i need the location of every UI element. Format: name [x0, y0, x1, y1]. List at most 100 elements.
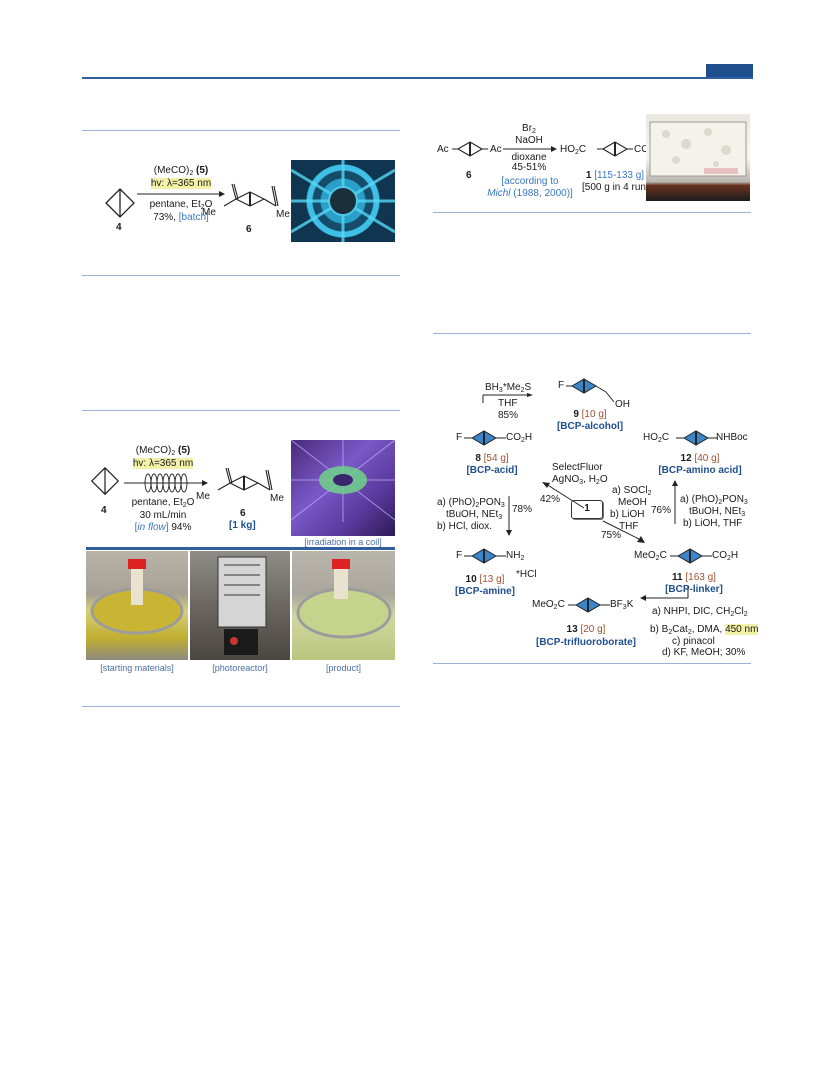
fig4-aminoacid-left: HO2C — [643, 432, 670, 444]
fig4-tfb-name: [BCP-trifluoroborate] — [536, 637, 636, 648]
fig4-alcohol-reagent: BH3*Me2S — [485, 382, 532, 394]
fig1-me-left: Me — [202, 207, 216, 218]
fig2-top-rule — [82, 410, 400, 411]
fig4-acid-right: CO2H — [506, 432, 533, 444]
fig4-fluor-yield: 42% — [540, 494, 561, 505]
fig2-product-label: 6 — [240, 508, 246, 519]
header-rule — [82, 77, 753, 79]
fig4-alcohol-arrow — [482, 393, 533, 403]
fig2-photo-product — [292, 551, 395, 660]
fig1-propellane-4 — [105, 188, 135, 218]
fig2-caption-product: [product] — [325, 663, 362, 673]
fig1-solvent: pentane, Et2O — [149, 199, 213, 211]
fig3-product-amount: 1 [115-133 g] — [585, 170, 645, 181]
fig4-amine-salt: *HCl — [516, 569, 537, 580]
fig4-amine-name: [BCP-amine] — [454, 586, 515, 597]
fig4-linker-yield: 75% — [601, 530, 622, 541]
fig4-aa-arrow — [672, 480, 678, 524]
fig3-sm-right: Ac — [490, 144, 502, 155]
fig2-solvent: pentane, Et2O — [131, 497, 195, 509]
fig4-amine-cond-a: a) (PhO)2PON3 — [437, 497, 505, 509]
fig4-alcohol-name: [BCP-alcohol] — [556, 421, 624, 432]
fig4-linker-name: [BCP-linker] — [665, 584, 723, 595]
fig3-bottom-rule — [433, 212, 751, 213]
fig4-acid-bcp — [464, 430, 506, 446]
fig1-product-6-structure — [223, 183, 279, 207]
fig2-bottom-rule — [82, 706, 400, 707]
fig4-acid-f: F — [456, 432, 463, 443]
fig2-caption-starting: [starting materials] — [100, 663, 174, 673]
fig1-me-right: Me — [276, 209, 290, 220]
fig3-yield: 45-51% — [511, 162, 547, 173]
fig4-amine-f: F — [456, 550, 463, 561]
fig4-amine-bcp — [464, 548, 506, 564]
fig4-linker-cond-a: a) SOCl2 — [612, 485, 652, 497]
fig2-caption-photoreactor: [photoreactor] — [212, 663, 268, 673]
fig4-aa-cond-b: tBuOH, NEt3 — [689, 506, 746, 518]
fig2-coil-photo — [291, 440, 395, 536]
fig2-flow-yield: [in flow] 94% — [134, 522, 192, 533]
fig4-alcohol-yield: 85% — [498, 410, 519, 421]
fig4-tfb-cond-c: c) pinacol — [672, 636, 715, 647]
fig3-product-scale: [500 g in 4 runs] — [582, 182, 654, 193]
fig2-reagent: (MeCO)2 (5) — [135, 445, 191, 457]
fig4-alcohol-f: F — [558, 380, 565, 391]
fig3-product-photo — [646, 114, 750, 201]
fig4-tfb-right: BF3K — [610, 599, 634, 611]
fig4-linker-cond-c: b) LiOH — [610, 509, 645, 520]
fig4-linker-amount: 11 [163 g] — [672, 572, 716, 583]
fig3-ref-line2: Michl (1988, 2000)] — [487, 188, 573, 199]
fig1-top-rule — [82, 130, 400, 131]
fig4-amine-arrow — [506, 496, 512, 536]
fig2-propellane-4 — [90, 466, 120, 496]
fig4-amine-right: NH2 — [506, 550, 525, 562]
fig4-tfb-left: MeO2C — [532, 599, 565, 611]
fig3-solvent: dioxane — [511, 152, 547, 163]
fig1-reagent: (MeCO)2 (5) — [153, 165, 209, 177]
fig4-alcohol-solvent: THF — [498, 398, 518, 409]
fig4-tfb-cond-b: b) B2Cat2, DMA, 450 nm — [650, 624, 759, 636]
fig1-sm-label: 4 — [116, 222, 122, 233]
fig4-amine-cond-b: tBuOH, NEt3 — [446, 509, 503, 521]
fig2-flow-rate: 30 mL/min — [139, 510, 187, 521]
fig4-aa-yield: 76% — [651, 505, 672, 516]
fig4-linker-arrow — [602, 520, 645, 543]
fig4-linker-bcp — [670, 548, 712, 564]
fig4-aminoacid-right: NHBoc — [716, 432, 748, 443]
fig4-aa-cond-c: b) LiOH, THF — [683, 518, 743, 529]
fig2-sm-label: 4 — [101, 505, 107, 516]
fig4-alcohol-amount: 9 [10 g] — [573, 409, 607, 420]
fig4-aminoacid-bcp — [676, 430, 718, 446]
fig4-alcohol-oh: OH — [615, 399, 630, 410]
fig4-tfb-arrow — [640, 586, 689, 601]
fig4-linker-cond-d: THF — [619, 521, 639, 532]
fig4-linker-left: MeO2C — [634, 550, 667, 562]
fig4-acid-name: [BCP-acid] — [466, 465, 518, 476]
fig4-aminoacid-amount: 12 [40 g] — [680, 453, 720, 464]
fig4-linker-cond-b: MeOH — [618, 497, 647, 508]
fig4-aminoacid-name: [BCP-amino acid] — [658, 465, 742, 476]
fig4-center-box — [571, 500, 603, 519]
fig4-tfb-bcp — [568, 597, 610, 613]
fig4-bottom-rule — [433, 663, 751, 664]
fig4-fluor-reagent1: SelectFluor — [552, 462, 603, 473]
fig3-diacid-1-bcp — [597, 141, 633, 157]
fig4-center-label: 1 — [584, 503, 590, 514]
fig3-reagent2: NaOH — [515, 135, 543, 146]
fig3-sm-label: 6 — [466, 170, 472, 181]
header-badge — [706, 64, 753, 77]
fig3-sm-left: Ac — [437, 144, 449, 155]
fig2-coil-caption: [irradiation in a coil] — [304, 537, 382, 547]
fig2-coil-arrow — [124, 473, 208, 493]
fig2-product-scale: [1 kg] — [229, 520, 256, 531]
fig2-photo-strip-bar — [86, 547, 395, 550]
fig4-tfb-cond-d: d) KF, MeOH; 30% — [662, 647, 746, 658]
fig2-light: hv: λ=365 nm — [132, 458, 194, 469]
fig2-product-6-structure — [217, 467, 273, 491]
fig2-me-right: Me — [270, 493, 284, 504]
fig4-tfb-cond-a: a) NHPI, DIC, CH2Cl2 — [652, 606, 748, 618]
fig2-photo-starting-materials — [86, 551, 188, 660]
fig3-diketone-6-bcp — [452, 141, 488, 157]
fig1-yield: 73%, [batch] — [153, 212, 209, 223]
fig3-reaction-arrow — [503, 146, 557, 152]
